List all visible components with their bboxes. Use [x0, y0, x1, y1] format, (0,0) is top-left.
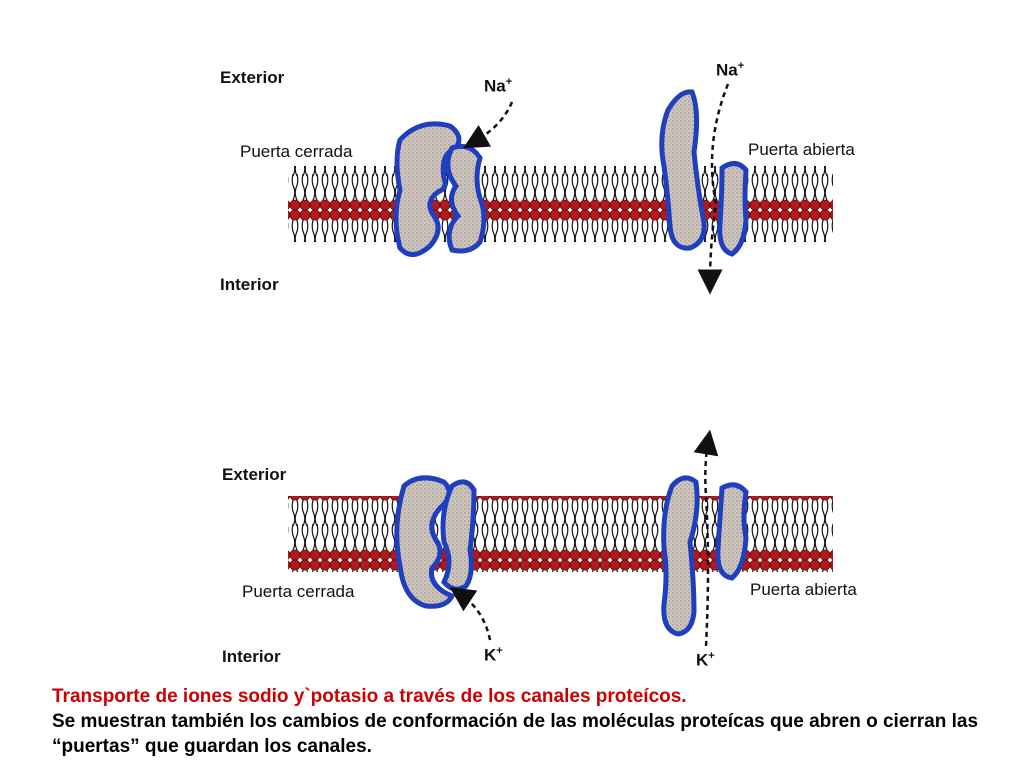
top-closed-gate-label: Puerta cerrada [240, 142, 353, 161]
top-open-channel [659, 89, 749, 257]
bottom-closed-channel [394, 475, 477, 609]
top-bilayer [288, 166, 833, 242]
bottom-closed-gate-label: Puerta cerrada [242, 582, 355, 601]
top-interior-label: Interior [220, 275, 279, 294]
top-closed-channel [393, 121, 487, 257]
top-left-ion-label: Na+ [484, 76, 513, 96]
bottom-right-arrow [693, 429, 719, 647]
bottom-left-ion-label: K+ [484, 645, 503, 665]
bottom-open-gate-label: Puerta abierta [750, 580, 857, 599]
caption-body: Se muestran también los cambios de confo… [52, 711, 979, 757]
bottom-left-arrow [449, 587, 492, 641]
top-left-arrow [463, 101, 514, 149]
bottom-open-channel [661, 475, 749, 637]
bottom-exterior-label: Exterior [222, 465, 287, 484]
bottom-right-ion-label: K+ [696, 650, 715, 670]
bottom-bilayer [288, 496, 833, 572]
top-right-arrow [697, 83, 730, 295]
top-exterior-label: Exterior [220, 68, 285, 87]
caption-title: Transporte de iones sodio y`potasio a tr… [52, 686, 687, 707]
top-right-ion-label: Na+ [716, 60, 745, 80]
bottom-interior-label: Interior [222, 647, 281, 666]
top-open-gate-label: Puerta abierta [748, 140, 855, 159]
caption: Transporte de iones sodio y`potasio a tr… [52, 684, 1002, 759]
